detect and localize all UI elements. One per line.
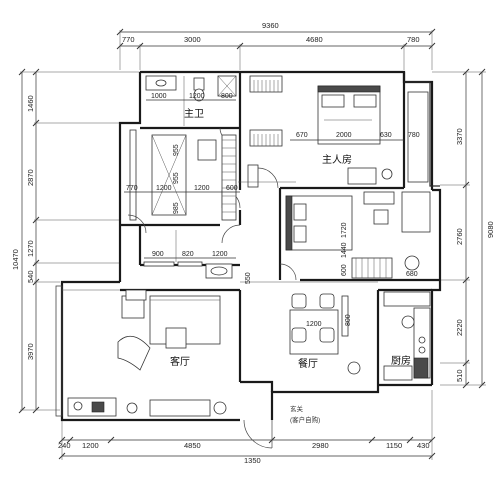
bottom-dim-5: 430	[417, 441, 430, 450]
bottom-dimensions: 240 1200 4850 2980 1150 430 1350	[58, 390, 436, 465]
dim-second-bed-b: 1440	[341, 242, 348, 258]
right-dimensions: 9080 3370 2760 2220 510	[432, 68, 495, 389]
dim-second-bed-c: 680	[406, 271, 418, 278]
second-bedroom-furniture	[285, 191, 431, 279]
dim-vert-b: 955	[173, 172, 180, 184]
dim-hall-a: 900	[152, 251, 164, 258]
dim-left-d: 600	[226, 185, 238, 192]
dim-dining-a: 800	[345, 314, 352, 326]
top-dim-0: 770	[122, 35, 135, 44]
left-dim-0: 1460	[26, 95, 35, 112]
left-dim-2: 1270	[26, 240, 35, 257]
dim-bath-b: 1200	[189, 93, 205, 100]
dim-left-a: 770	[126, 185, 138, 192]
dim-left-b: 1200	[156, 185, 172, 192]
balcony-frames	[55, 81, 440, 417]
master-bedroom-label: 主人房	[322, 153, 352, 166]
chain-lines	[62, 181, 378, 291]
dim-dining-b: 1200	[306, 321, 322, 328]
dim-bath-a: 1000	[151, 93, 167, 100]
interior-dimension-labels: 1000 1200 800 670 2000 630 780 770 1200 …	[124, 93, 420, 328]
bottom-dim-0: 240	[58, 441, 71, 450]
left-room-furniture	[127, 129, 237, 234]
dim-bed-a: 670	[296, 132, 308, 139]
living-furniture	[67, 289, 227, 417]
entrance-note: (客户自购)	[290, 415, 320, 424]
dim-bed-d: 780	[408, 132, 420, 139]
left-total-dim: 10470	[11, 249, 20, 270]
bottom-dim-1: 1200	[82, 441, 99, 450]
right-dim-3: 510	[455, 369, 464, 382]
top-total-dim: 9360	[262, 21, 279, 30]
kitchen-label: 厨房	[391, 354, 411, 367]
dim-bed-c: 630	[380, 132, 392, 139]
top-dim-3: 780	[407, 35, 420, 44]
dim-bed-b: 2000	[336, 132, 352, 139]
entrance-label: 玄关	[290, 404, 304, 413]
top-dim-2: 4680	[306, 35, 323, 44]
right-dim-2: 2220	[455, 319, 464, 336]
dim-bath-c: 800	[221, 93, 233, 100]
left-dim-1: 2870	[26, 169, 35, 186]
dining-room-label: 餐厅	[298, 357, 318, 370]
top-dimensions: 9360 770 3000 4680 780	[116, 21, 436, 70]
master-bed-furniture	[247, 75, 429, 188]
right-total-dim: 9080	[486, 221, 495, 238]
dim-second-bed-h: 1720	[341, 222, 348, 238]
dim-hall-c: 1200	[212, 251, 228, 258]
dining-furniture	[289, 293, 361, 375]
dim-hall-b: 820	[182, 251, 194, 258]
dim-left-c: 1200	[194, 185, 210, 192]
kitchen-fixtures	[383, 291, 431, 381]
bottom-dim-4: 1150	[386, 441, 402, 450]
right-dim-1: 2760	[455, 228, 464, 245]
bathroom-fixtures	[145, 75, 237, 126]
bottom-dim-2: 4850	[184, 441, 201, 450]
living-room-label: 客厅	[170, 355, 190, 368]
left-dim-4: 3970	[26, 343, 35, 360]
bottom-dim-3: 2980	[312, 441, 329, 450]
room-labels: 主卫 主人房 客厅 餐厅 厨房 玄关 (客户自购)	[170, 108, 411, 424]
right-dim-0: 3370	[455, 128, 464, 145]
dim-vert-a: 955	[173, 144, 180, 156]
bottom-sub-dim: 1350	[244, 456, 261, 465]
hall-fixtures	[143, 230, 233, 279]
dim-hall-d: 550	[245, 272, 252, 284]
master-bath-label: 主卫	[184, 108, 204, 120]
dim-second-bed-a: 600	[341, 264, 348, 276]
dim-vert-c: 985	[173, 202, 180, 214]
left-dimensions: 10470 1460 2870 1270 540 3970	[11, 68, 140, 414]
exterior-walls	[60, 70, 442, 422]
top-dim-1: 3000	[184, 35, 201, 44]
left-dim-3: 540	[26, 270, 35, 283]
